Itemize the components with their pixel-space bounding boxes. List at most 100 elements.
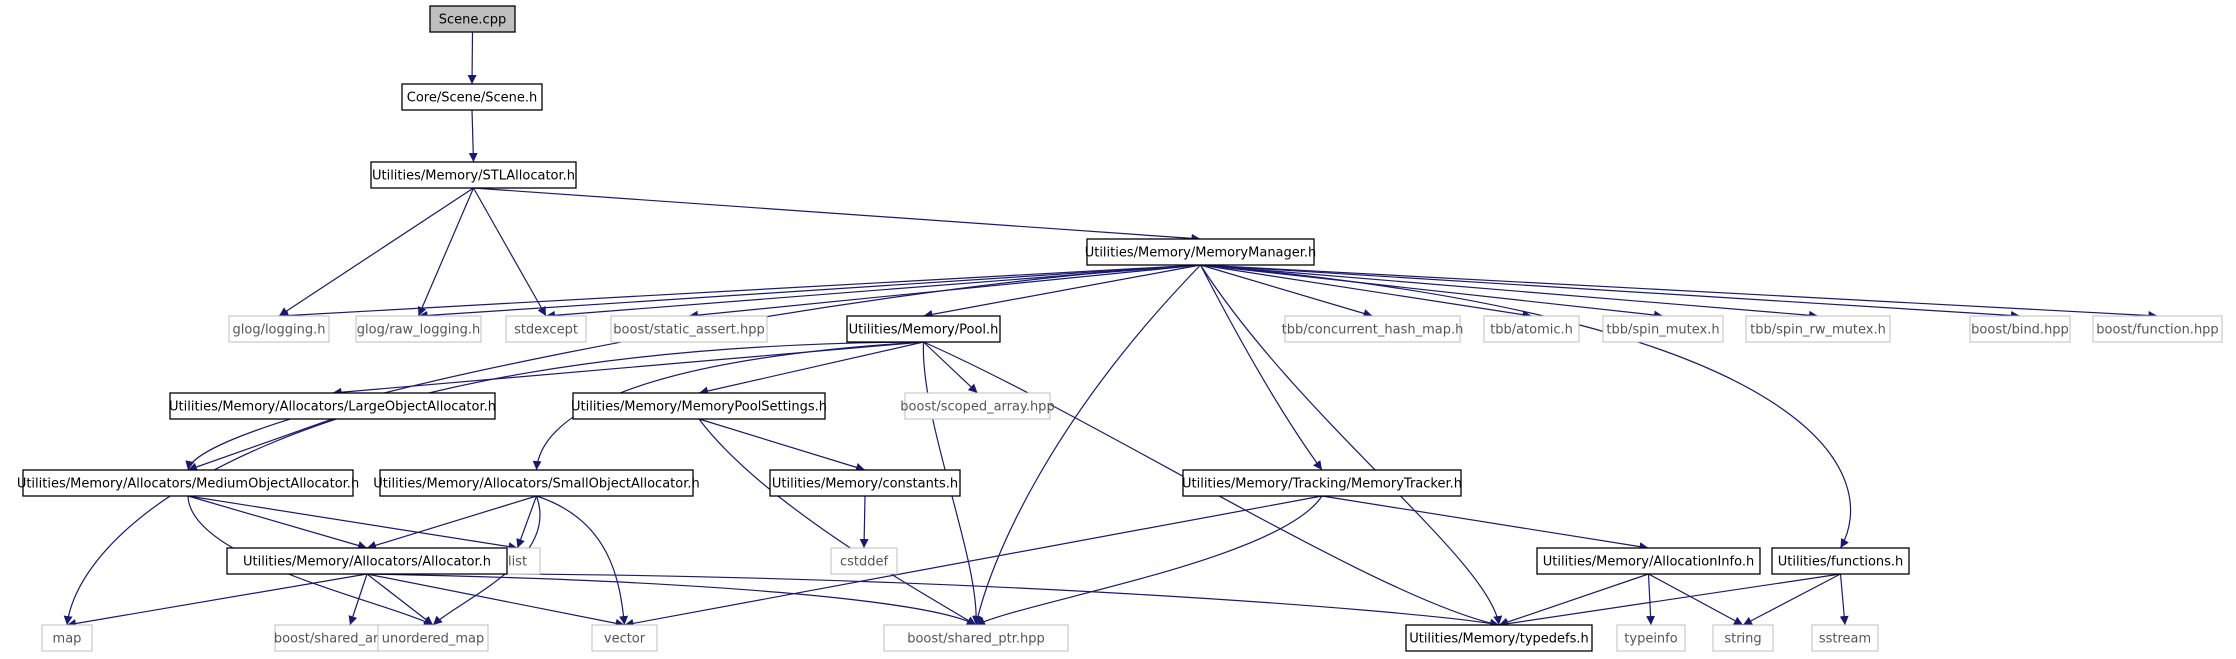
node-label: glog/raw_logging.h: [357, 323, 480, 338]
node-medium-alloc[interactable]: Utilities/Memory/Allocators/MediumObject…: [17, 469, 359, 497]
node-box: [769, 469, 961, 497]
edge-allocator-to-shared-array: [348, 573, 368, 626]
node-box: [1811, 624, 1879, 652]
node-label: unordered_map: [382, 632, 485, 647]
node-label: stdexcept: [514, 323, 578, 338]
edge-constants-to-cstddef: [859, 495, 869, 549]
node-label: list: [508, 555, 527, 570]
edge-scene-cpp-to-scene-h: [467, 31, 477, 85]
edge-stlalloc-to-memmgr: [473, 187, 1201, 243]
node-functions[interactable]: Utilities/functions.h: [1771, 547, 1910, 575]
node-label: Scene.cpp: [439, 13, 506, 28]
node-pool-settings[interactable]: Utilities/Memory/MemoryPoolSettings.h: [571, 392, 827, 420]
node-shared-ptr: boost/shared_ptr.hpp: [883, 624, 1069, 652]
edge-scene-h-to-stlalloc: [468, 109, 478, 163]
node-stlalloc[interactable]: Utilities/Memory/STLAllocator.h: [370, 161, 577, 189]
edge-stlalloc-to-stdexcept: [472, 187, 547, 317]
edge-allocator-to-map: [66, 573, 368, 628]
node-box: [41, 624, 93, 652]
node-tbb-spin: tbb/spin_mutex.h: [1602, 315, 1724, 343]
node-box: [355, 315, 482, 343]
node-map: map: [41, 624, 93, 652]
node-label: Utilities/functions.h: [1778, 555, 1904, 570]
node-box: [1405, 624, 1593, 652]
node-label: Utilities/Memory/Tracking/MemoryTracker.…: [1182, 477, 1462, 492]
node-box: [883, 624, 1069, 652]
node-box: [1712, 624, 1774, 652]
edge-pool-to-pool-settings: [698, 341, 924, 396]
edge-allocator-to-vector: [366, 573, 625, 628]
node-scene-cpp[interactable]: Scene.cpp: [429, 5, 516, 33]
edge-medium-alloc-to-unordered-map: [187, 495, 434, 626]
node-label: Utilities/Memory/AllocationInfo.h: [1543, 555, 1754, 570]
node-glog-logging: glog/logging.h: [228, 315, 330, 343]
node-label: tbb/spin_rw_mutex.h: [1750, 323, 1886, 338]
node-constants[interactable]: Utilities/Memory/constants.h: [769, 469, 961, 497]
node-label: boost/function.hpp: [2096, 323, 2218, 338]
node-label: tbb/spin_mutex.h: [1606, 323, 1719, 338]
node-box: [1536, 547, 1761, 575]
node-box: [1182, 469, 1462, 497]
edge-memmgr-to-boost-bind: [1200, 264, 2021, 320]
node-tbb-rw: tbb/spin_rw_mutex.h: [1745, 315, 1891, 343]
edge-small-alloc-to-vector: [536, 495, 629, 626]
edge-tracker-to-alloc-info: [1321, 495, 1649, 552]
node-box: [1602, 315, 1724, 343]
node-tracker[interactable]: Utilities/Memory/Tracking/MemoryTracker.…: [1182, 469, 1462, 497]
node-label: Utilities/Memory/MemoryManager.h: [1085, 246, 1317, 261]
node-pool[interactable]: Utilities/Memory/Pool.h: [846, 315, 1001, 343]
edge-functions-to-typedefs: [1498, 573, 1841, 629]
node-box: [591, 624, 658, 652]
edge-small-alloc-to-unordered-map: [432, 495, 541, 626]
node-label: typeinfo: [1624, 632, 1677, 647]
node-glog-raw: glog/raw_logging.h: [355, 315, 482, 343]
node-label: map: [53, 632, 82, 647]
edge-memmgr-to-glog-raw: [418, 264, 1201, 320]
node-scene-h[interactable]: Core/Scene/Scene.h: [401, 83, 543, 111]
node-box: [1284, 315, 1461, 343]
node-label: boost/shared_ptr.hpp: [907, 632, 1045, 647]
node-box: [1616, 624, 1686, 652]
node-box: [830, 547, 898, 575]
edge-functions-to-string: [1742, 573, 1841, 626]
edge-tracker-to-shared-ptr: [975, 495, 1323, 626]
node-box: [1745, 315, 1891, 343]
node-typedefs[interactable]: Utilities/Memory/typedefs.h: [1405, 624, 1593, 652]
node-box: [228, 315, 330, 343]
node-large-alloc[interactable]: Utilities/Memory/Allocators/LargeObjectA…: [169, 392, 496, 420]
edge-tracker-to-vector: [624, 495, 1323, 628]
node-small-alloc[interactable]: Utilities/Memory/Allocators/SmallObjectA…: [373, 469, 700, 497]
edge-medium-alloc-to-allocator: [187, 495, 368, 550]
node-box: [370, 161, 577, 189]
node-box: [22, 469, 354, 497]
edge-small-alloc-to-list: [516, 495, 538, 549]
node-scoped-array: boost/scoped_array.hpp: [900, 392, 1055, 420]
node-label: Utilities/Memory/Allocators/SmallObjectA…: [373, 477, 700, 492]
node-allocator[interactable]: Utilities/Memory/Allocators/Allocator.h: [226, 547, 508, 575]
node-boost-function: boost/function.hpp: [2092, 315, 2223, 343]
edge-memmgr-to-pool: [923, 264, 1201, 319]
node-label: tbb/concurrent_hash_map.h: [1282, 323, 1464, 338]
node-label: string: [1724, 632, 1761, 647]
node-box: [2092, 315, 2223, 343]
node-label: Utilities/Memory/STLAllocator.h: [372, 169, 575, 184]
node-box: [1969, 315, 2071, 343]
edge-stlalloc-to-glog-raw: [417, 187, 475, 317]
node-label: boost/bind.hpp: [1971, 323, 2069, 338]
edge-pool-to-map: [63, 341, 924, 626]
edge-allocator-to-shared-ptr: [366, 573, 977, 626]
edge-pool-settings-to-shared-ptr: [698, 418, 977, 626]
node-memmgr[interactable]: Utilities/Memory/MemoryManager.h: [1085, 238, 1317, 266]
node-alloc-info[interactable]: Utilities/Memory/AllocationInfo.h: [1536, 547, 1761, 575]
node-typeinfo: typeinfo: [1616, 624, 1686, 652]
node-box: [505, 315, 587, 343]
edge-memmgr-to-shared-ptr: [973, 264, 1201, 626]
edge-memmgr-to-tbb-spin: [1200, 264, 1664, 320]
edge-allocator-to-typedefs: [366, 573, 1500, 628]
node-sstream: sstream: [1811, 624, 1879, 652]
node-label: Core/Scene/Scene.h: [407, 91, 538, 106]
node-label: sstream: [1819, 632, 1871, 647]
node-label: Utilities/Memory/Pool.h: [849, 323, 999, 338]
node-label: glog/logging.h: [233, 323, 326, 338]
